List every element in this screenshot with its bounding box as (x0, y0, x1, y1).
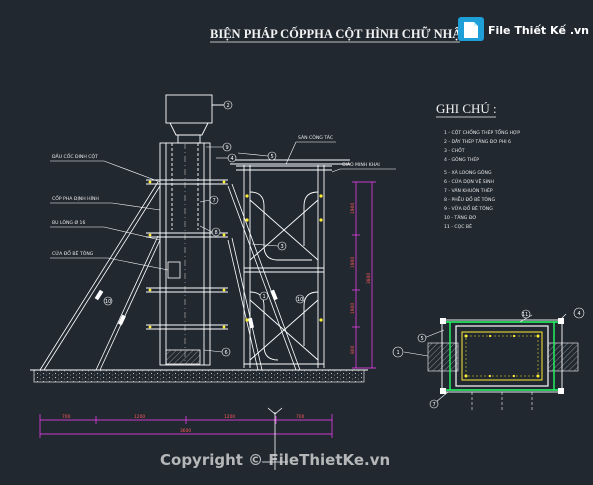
prop-turnbuckles (94, 289, 278, 329)
note-item: 2 - DÂY THÉP TĂNG ĐƠ PHI 6 (444, 137, 511, 145)
callout-10-left: 10 (105, 299, 111, 305)
dim-bottom-1: 700 (62, 414, 71, 420)
callout-6: 6 (225, 350, 228, 356)
watermark-logo: File Thiết Kế .vn (458, 17, 589, 41)
ground-slab (33, 369, 365, 383)
right-dimension-chain (352, 181, 376, 369)
note-item: 1 - CỘT CHỐNG THÉP TỔNG HỢP (444, 128, 520, 136)
cleaning-door (165, 349, 201, 365)
dim-bottom-4: 700 (296, 414, 305, 420)
copyright-watermark: Copyright © FileThietKe.vn (160, 451, 390, 469)
plan-callout-1: 1 (397, 350, 400, 356)
scaffold-frames (230, 159, 350, 368)
label-giao: GIÁO MINH KHAI (342, 161, 380, 168)
diagonal-props (39, 181, 301, 371)
plan-callout-4: 4 (578, 311, 581, 317)
yoke-bolts (148, 180, 226, 329)
callout-4: 4 (231, 156, 234, 162)
notes-list: 1 - CỘT CHỐNG THÉP TỔNG HỢP 2 - DÂY THÉP… (444, 128, 520, 230)
note-item: 6 - CỬA DỌN VỆ SINH (444, 177, 494, 185)
right-label-leaders (285, 141, 396, 173)
label-cop-pha: CỐP PHA ĐỊNH HÌNH (52, 194, 99, 202)
callout-5: 5 (271, 154, 274, 160)
callout-8: 8 (215, 230, 218, 236)
label-dau-cot: ĐẦU CỐC ĐINH CỘT (52, 152, 98, 160)
callout-2: 2 (227, 103, 230, 109)
dim-right-3: 1900 (350, 303, 356, 314)
callout-7: 7 (213, 198, 216, 204)
bottom-dimension-chain (39, 414, 333, 438)
concrete-funnel (165, 94, 224, 144)
plan-callout-7: 7 (433, 402, 436, 408)
dim-bottom-total: 3600 (180, 428, 191, 434)
note-item: 5 - XÀ LOONG GÔNG (444, 169, 492, 176)
plan-callout-5: 5 (421, 336, 424, 342)
note-item: 9 - VỮA ĐỔ BÊ TÔNG (444, 204, 493, 212)
column-formwork (159, 142, 211, 366)
note-item: 4 - GÔNG THÉP (444, 155, 479, 163)
plan-section: 1 5 7 11 4 (392, 307, 585, 410)
column-yokes (146, 179, 228, 330)
plan-callout-11: 11 (522, 312, 528, 318)
callout-10-right: 10 (297, 297, 303, 303)
callout-1-elev: 1 (263, 294, 266, 300)
dim-right-1: 1900 (350, 203, 356, 214)
bottom-dimension-texts: 700 1200 1200 700 3600 (62, 414, 305, 434)
note-item: 8 - PHỄU ĐỔ BÊ TÔNG (444, 195, 495, 203)
note-item: 7 - VÁN KHUÔN THÉP (444, 186, 493, 194)
note-item: 11 - CỌC BÊ (444, 222, 472, 230)
axis-marker (262, 407, 288, 470)
label-bu-long: BU LÔNG Ø 16 (52, 219, 85, 226)
callout-9: 9 (226, 145, 229, 151)
dim-right-total: 3800 (366, 273, 372, 284)
left-label-leaders (50, 160, 169, 271)
notes-heading: GHI CHÚ : (436, 101, 497, 116)
copyright-text: Copyright © FileThietKe.vn (160, 451, 390, 469)
callout-3: 3 (281, 244, 284, 250)
dim-bottom-2: 1200 (134, 414, 145, 420)
note-item: 3 - CHỐT (444, 146, 465, 154)
elevation-callouts: 2 9 4 5 7 8 3 6 10 1 10 (103, 100, 305, 357)
right-dimension-texts: 1900 1900 1900 800 3800 (350, 203, 372, 354)
pour-door (167, 261, 181, 279)
watermark-logo-text: File Thiết Kế .vn (488, 24, 589, 37)
dim-right-4: 800 (350, 345, 356, 354)
label-san-cong-tac: SÀN CÔNG TÁC (298, 134, 333, 141)
dim-right-2: 1900 (350, 257, 356, 268)
label-cua-do: CỬA ĐỔ BÊ TÔNG (52, 249, 94, 257)
drawing-title: BIỆN PHÁP CỐPPHA CỘT HÌNH CHỮ NHẬT (210, 26, 470, 41)
note-item: 10 - TĂNG ĐƠ (444, 214, 477, 221)
dim-bottom-3: 1200 (224, 414, 235, 420)
scaffold-joints (245, 194, 323, 322)
